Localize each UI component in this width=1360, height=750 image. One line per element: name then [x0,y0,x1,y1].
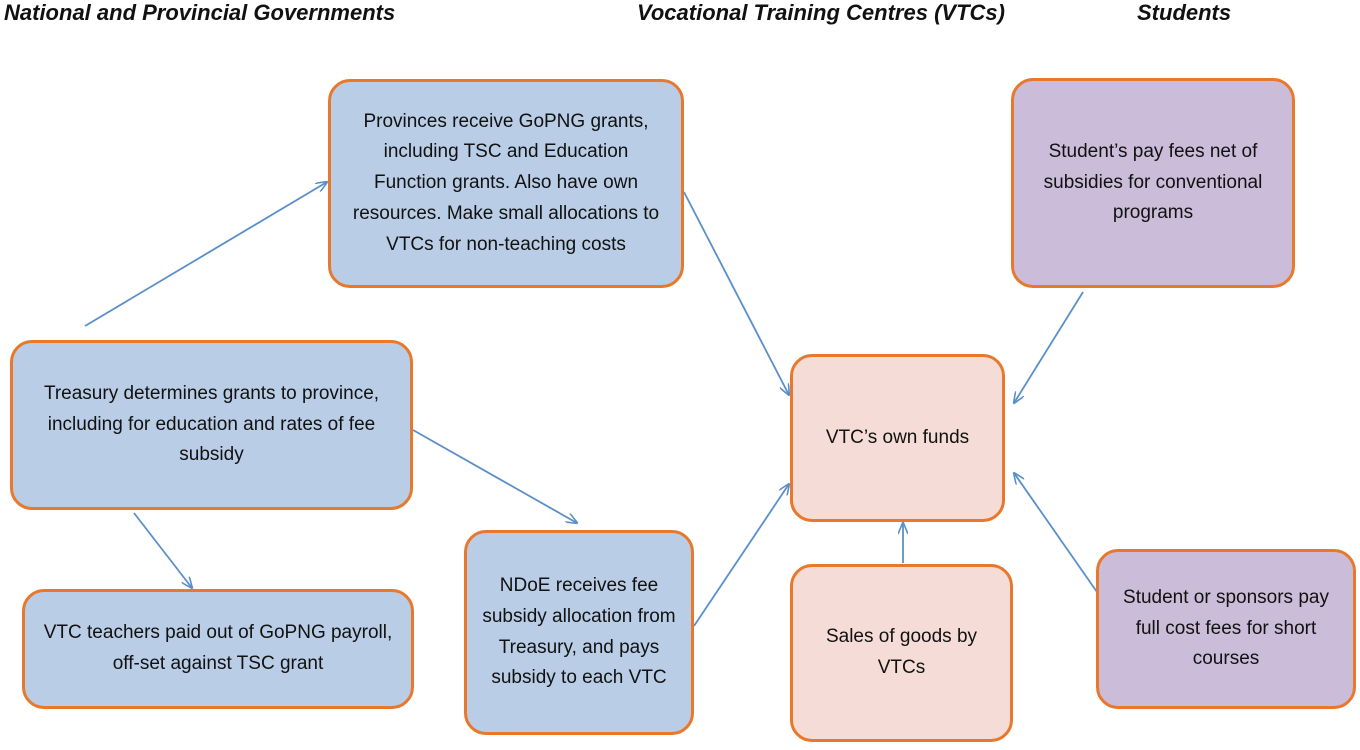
heading-vtcs: Vocational Training Centres (VTCs) [637,0,1005,25]
provinces-text: Provinces receive GoPNG grants, includin… [352,110,660,255]
ndoe-text: NDoE receives fee subsidy allocation fro… [482,574,676,689]
heading-governments: National and Provincial Governments [4,0,396,25]
sponsors-text: Student or sponsors pay full cost fees f… [1123,586,1329,670]
arrow-treasury-to-ndoe [412,429,577,523]
sponsors-box: Student or sponsors pay full cost fees f… [1096,549,1356,709]
sales-box: Sales of goods by VTCs [790,564,1013,742]
arrow-ndoe-to-ownfunds [693,484,789,627]
arrow-sponsors-to-ownfunds [1014,473,1098,593]
vtc-own-funds-box: VTC’s own funds [790,354,1005,522]
heading-students: Students [1137,0,1232,25]
arrow-treasury-to-teachers [133,512,192,588]
arrow-students-to-ownfunds [1014,291,1084,403]
teachers-box: VTC teachers paid out of GoPNG payroll, … [22,589,414,709]
treasury-text: Treasury determines grants to province, … [43,382,380,466]
sales-text: Sales of goods by VTCs [825,626,978,678]
ndoe-box: NDoE receives fee subsidy allocation fro… [464,530,694,735]
treasury-box: Treasury determines grants to province, … [10,340,413,510]
provinces-box: Provinces receive GoPNG grants, includin… [328,79,684,288]
own-funds-text: VTC’s own funds [825,426,970,448]
arrow-provinces-to-ownfunds [683,191,789,395]
arrow-treasury-to-provinces [84,182,327,327]
teachers-text: VTC teachers paid out of GoPNG payroll, … [43,622,393,674]
students-fees-text: Student’s pay fees net of subsidies for … [1043,140,1263,224]
students-fees-box: Student’s pay fees net of subsidies for … [1011,78,1295,288]
